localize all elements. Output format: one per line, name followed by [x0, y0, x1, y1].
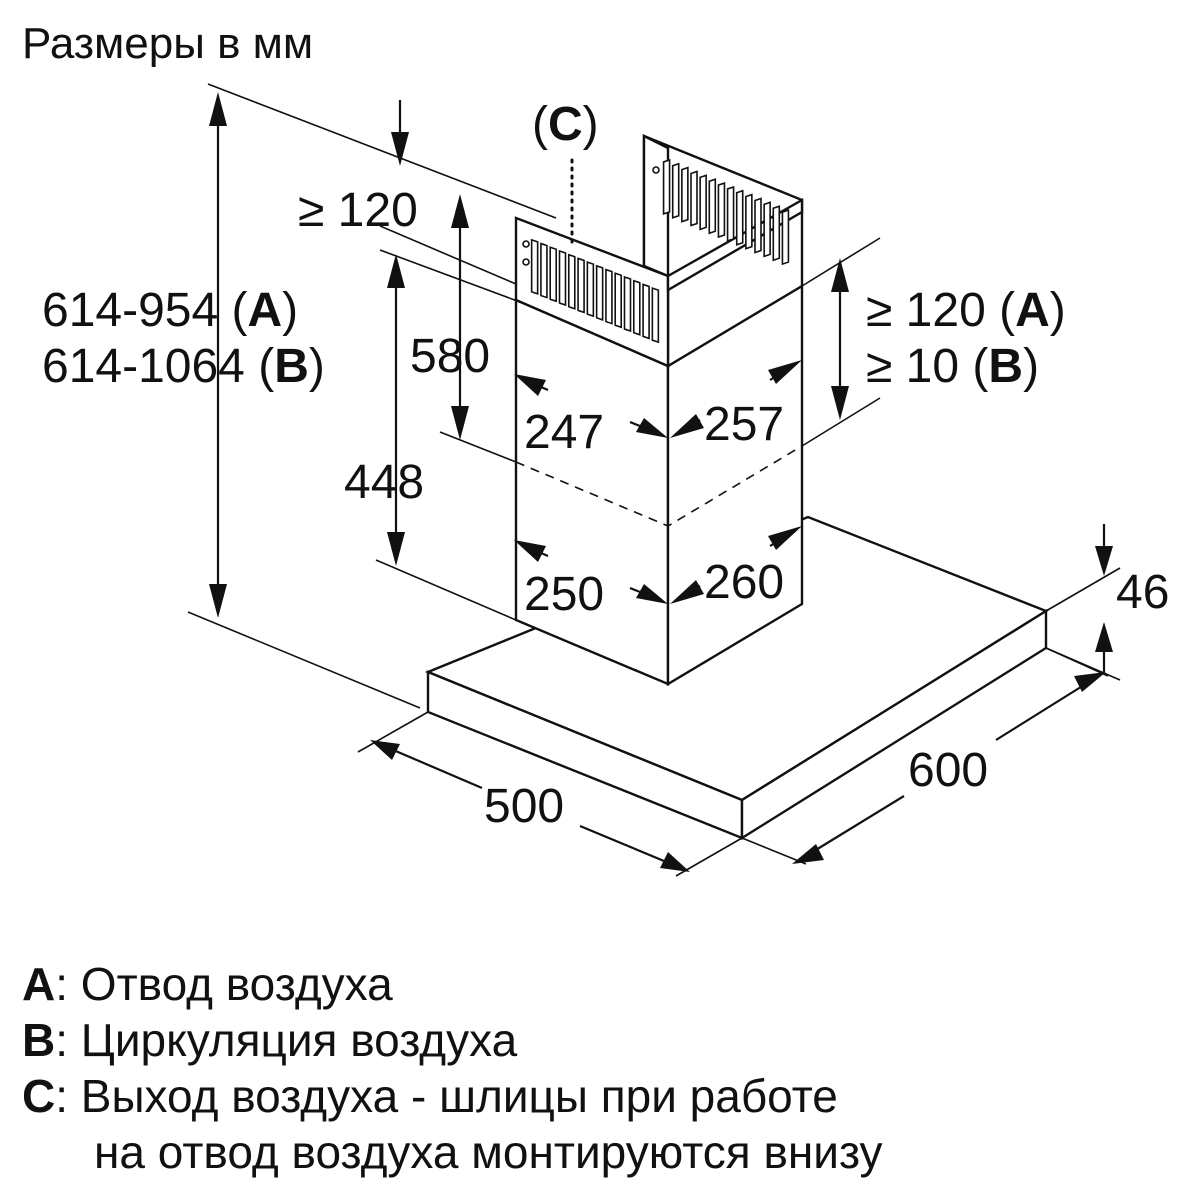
legend-item-c: C: Выход воздуха - шлицы при работе [22, 1070, 838, 1122]
vent-slot [549, 246, 558, 303]
vent-slot [558, 249, 567, 307]
vent-slots-front [530, 238, 660, 344]
vent-slot [595, 264, 604, 321]
vent-slot [642, 283, 650, 340]
vent-slot [586, 261, 595, 318]
upper-chimney-label: 580 [410, 330, 490, 383]
hood-canopy [424, 515, 1049, 841]
chimney-overlap-dashed-line [515, 445, 803, 527]
side-gap-a-label: ≥ 120 (A) [866, 284, 1066, 337]
upper-depth-label: 257 [704, 398, 784, 451]
mounting-hole [522, 258, 530, 266]
gap-top-label: ≥ 120 [298, 184, 418, 237]
lower-width-label: 250 [524, 568, 604, 621]
vent-slot [726, 185, 735, 243]
hood-height-label: 46 [1116, 566, 1169, 619]
vent-slot [671, 162, 680, 219]
vent-slot [540, 242, 548, 299]
vent-slot [651, 287, 660, 344]
lower-chimney-label: 448 [344, 456, 424, 509]
side-gap-b-label: ≥ 10 (B) [866, 340, 1039, 393]
legend-item-c-continued: на отвод воздуха монтируются внизу [94, 1126, 883, 1178]
vent-slot [781, 208, 790, 266]
vent-slot [708, 178, 717, 235]
vent-slots-back [662, 158, 790, 266]
lower-chimney [514, 283, 804, 687]
vent-slot [567, 253, 576, 310]
vent-slot [605, 268, 613, 325]
outlet-label: (C) [532, 98, 599, 151]
lower-chimney-front-face [514, 298, 670, 686]
vent-slot [632, 279, 641, 336]
dimension-lines [209, 92, 1113, 872]
vent-slot [763, 201, 771, 258]
vent-slot [735, 189, 744, 246]
mounting-hole [652, 166, 660, 174]
vent-slot [754, 197, 762, 254]
legend: A: Отвод воздуха B: Циркуляция воздуха C… [22, 958, 883, 1178]
total-height-b-label: 614-1064 (B) [42, 340, 325, 393]
mounting-hole [522, 240, 530, 248]
vent-slot [717, 181, 726, 239]
dimension-labels: (C) ≥ 120 614-954 (A) 614-1064 (B) 580 4… [42, 98, 1169, 833]
legend-item-a: A: Отвод воздуха [22, 958, 393, 1010]
vent-slot [623, 275, 632, 333]
vent-slot [690, 170, 698, 227]
upper-chimney [514, 134, 804, 369]
vent-slot [699, 174, 707, 231]
legend-item-b: B: Циркуляция воздуха [22, 1014, 518, 1066]
vent-slot [772, 205, 781, 262]
vent-slot [614, 272, 623, 329]
vent-slot [662, 158, 671, 216]
vent-slot [577, 257, 585, 314]
lower-depth-label: 260 [704, 556, 784, 609]
upper-width-label: 247 [524, 406, 604, 459]
vent-slot [745, 193, 753, 250]
total-height-a-label: 614-954 (A) [42, 284, 298, 337]
diagram-title: Размеры в мм [22, 19, 313, 68]
hood-depth-label: 500 [484, 780, 564, 833]
vent-slot [530, 238, 539, 295]
vent-slot [681, 166, 689, 223]
hood-width-label: 600 [908, 744, 988, 797]
